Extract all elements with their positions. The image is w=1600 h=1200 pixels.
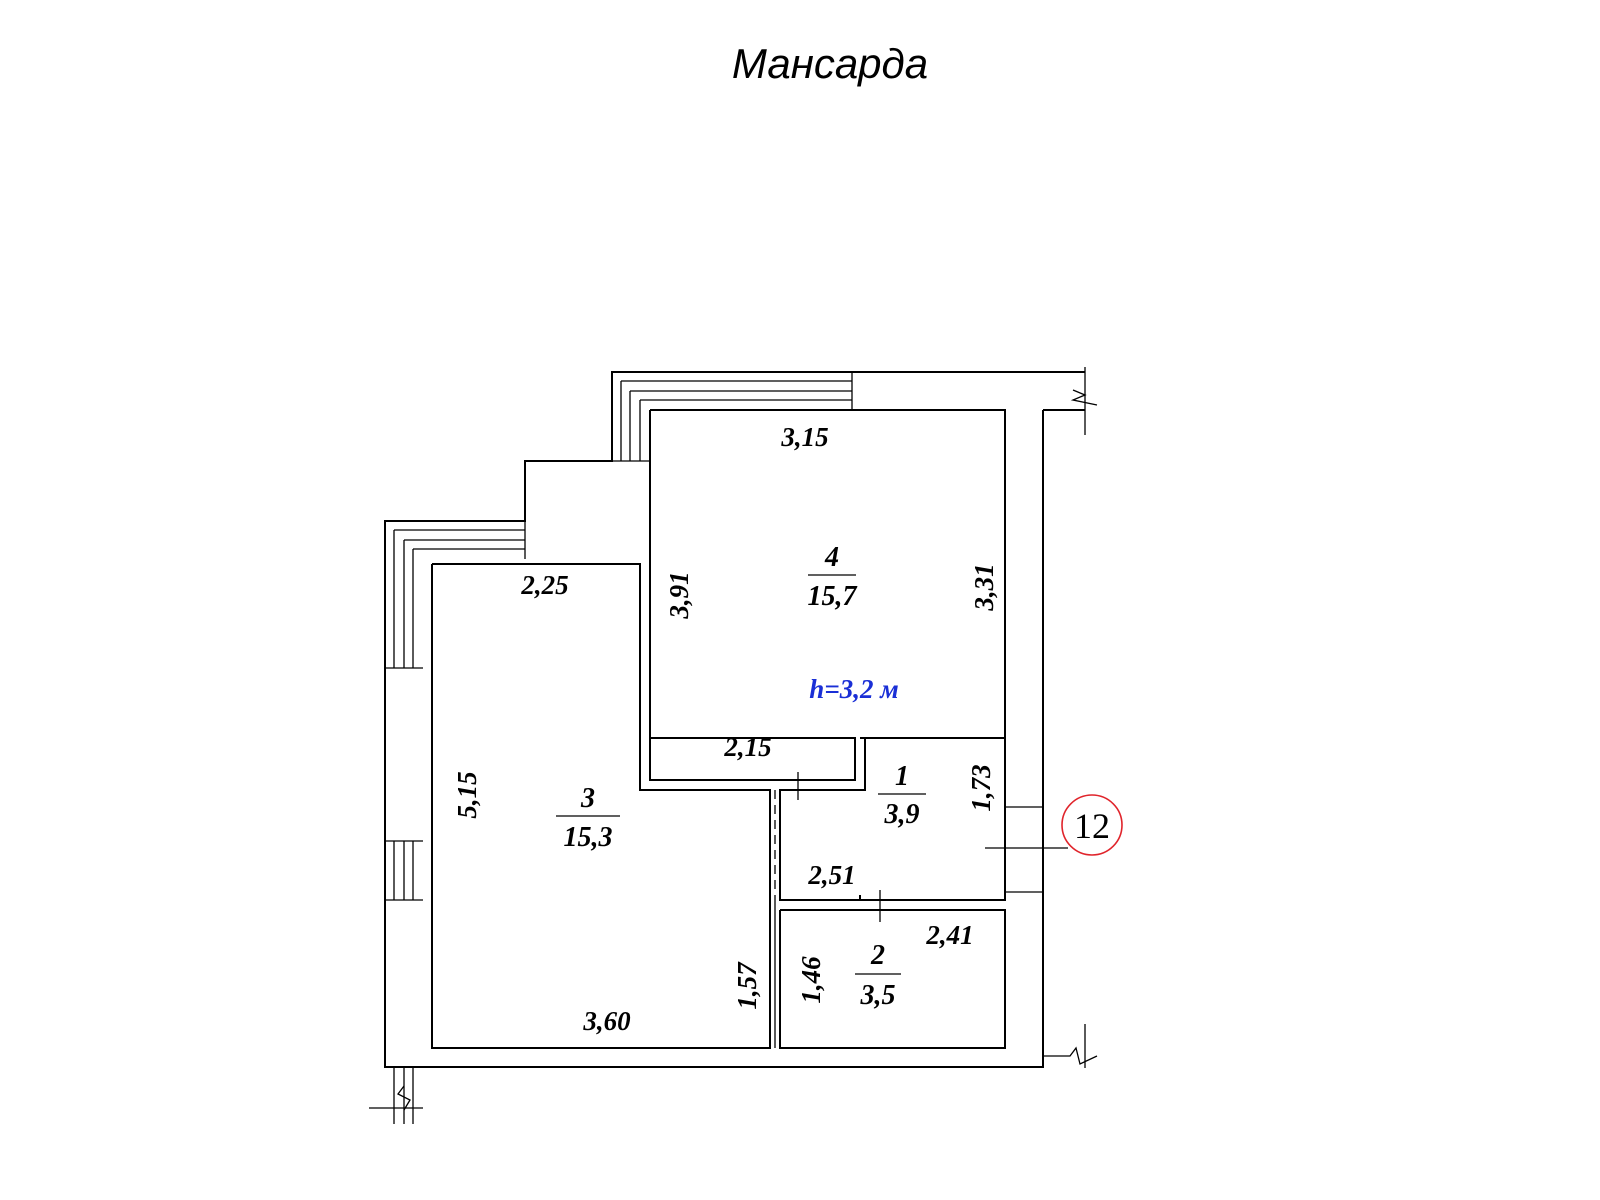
room-3-area: 15,3 — [564, 822, 613, 853]
dim-room3-right-lower: 1,57 — [732, 961, 762, 1010]
apartment-number: 12 — [1074, 806, 1110, 846]
dim-room2-left: 1,46 — [796, 956, 826, 1004]
dim-room1-bottom: 2,51 — [807, 860, 855, 890]
dim-room3-left: 5,15 — [452, 771, 482, 818]
dim-room4-top: 3,15 — [780, 422, 828, 452]
plan-title: Мансарда — [732, 40, 928, 87]
break-mark-bottom — [1043, 1024, 1098, 1068]
break-mark-bottom-left — [369, 1067, 423, 1124]
room-1-walls — [779, 737, 1006, 901]
dim-room4-bottom: 2,15 — [723, 732, 771, 762]
room-label-4: 4 15,7 — [808, 542, 858, 612]
dim-room3-bottom: 3,60 — [582, 1006, 631, 1036]
break-mark-top — [1070, 367, 1098, 435]
room-3-walls — [431, 563, 771, 1049]
room-1-area: 3,9 — [884, 799, 920, 830]
dim-room4-right: 3,31 — [969, 563, 999, 611]
apartment-number-marker: 12 — [1061, 794, 1123, 856]
window-upper — [612, 372, 853, 462]
room-2-area: 3,5 — [860, 980, 896, 1011]
window-left-upper — [385, 521, 526, 669]
dim-room3-top: 2,25 — [520, 570, 568, 600]
ceiling-height-label: h=3,2 м — [809, 674, 898, 704]
room-4-number: 4 — [824, 542, 839, 573]
room-label-2: 2 3,5 — [855, 940, 901, 1011]
room-2-walls — [779, 909, 1006, 1049]
apartment-marker-circle — [1061, 794, 1123, 856]
room-4-walls — [650, 409, 1006, 901]
room-2-number: 2 — [870, 940, 885, 971]
room-3-number: 3 — [580, 783, 595, 814]
dim-room2-top: 2,41 — [925, 920, 973, 950]
dim-room4-left: 3,91 — [664, 571, 694, 619]
room-4-area: 15,7 — [808, 581, 858, 612]
room-label-3: 3 15,3 — [556, 783, 620, 853]
dim-room1-right: 1,73 — [966, 764, 996, 811]
room-1-number: 1 — [895, 761, 909, 792]
room-label-1: 1 3,9 — [878, 761, 926, 830]
window-left-lower — [385, 840, 423, 901]
room-4-lower-walls — [649, 410, 856, 781]
